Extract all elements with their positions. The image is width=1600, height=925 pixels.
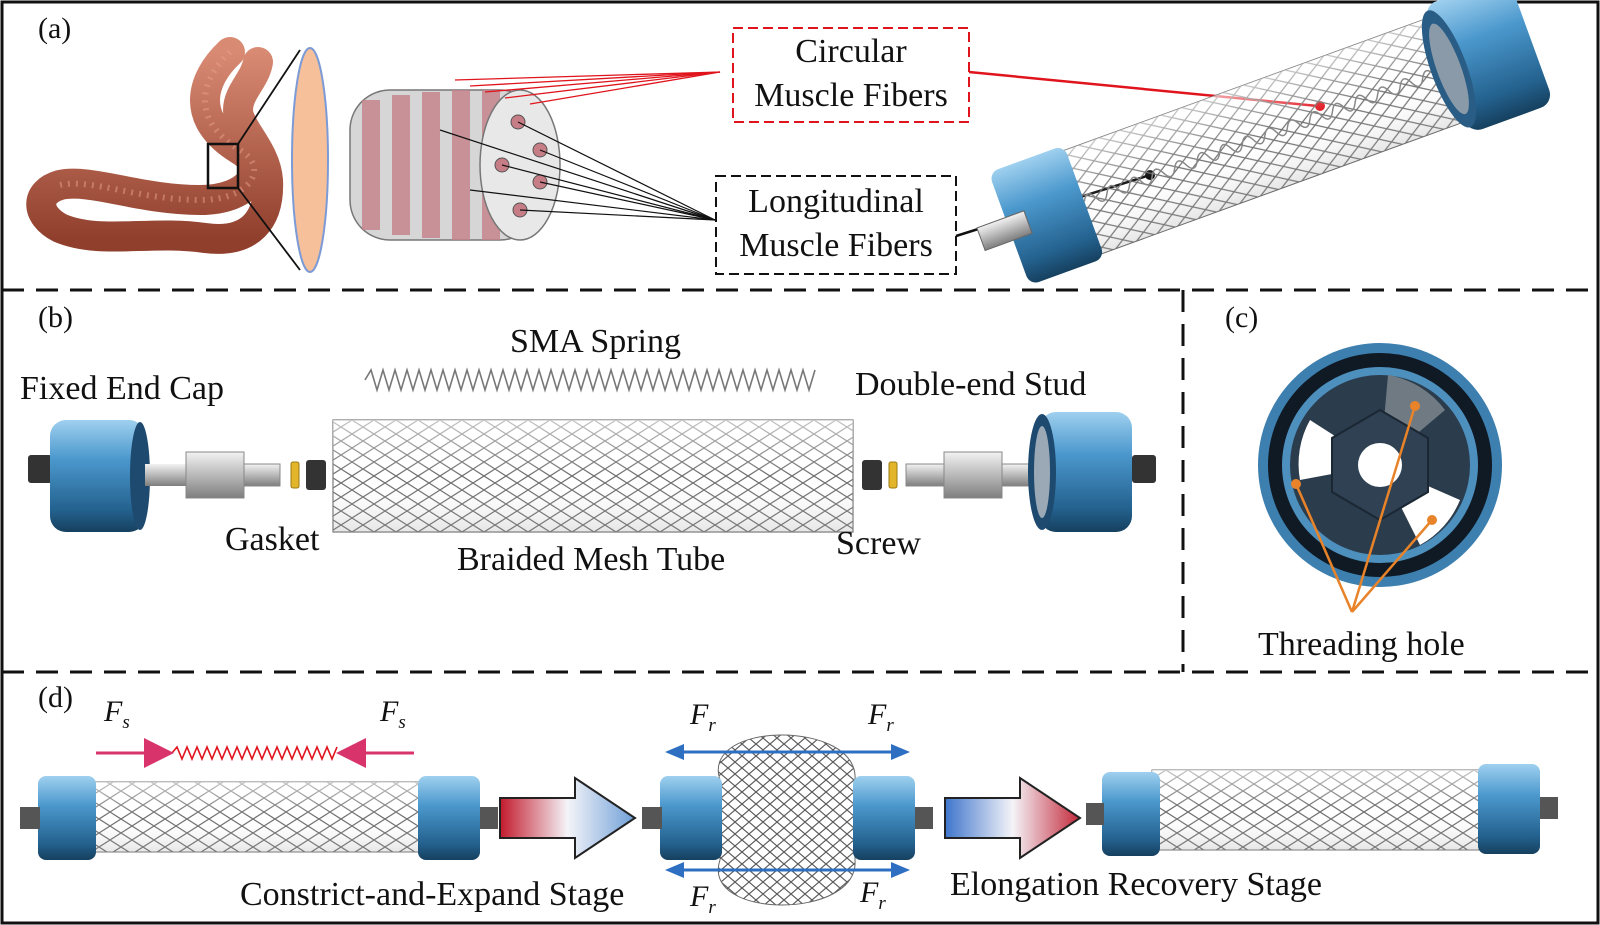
zoom-line-bottom bbox=[237, 187, 301, 271]
threading-hole-pointers bbox=[1294, 405, 1433, 613]
stage-1-label: Constrict-and-Expand Stage bbox=[240, 876, 625, 913]
sma-spring-force-image bbox=[171, 744, 338, 762]
force-fs-right-symbol: F bbox=[380, 695, 399, 728]
circular-muscle-label: Circular Muscle Fibers bbox=[733, 30, 969, 118]
sma-spring-image bbox=[364, 367, 816, 393]
screw-left-image bbox=[306, 460, 326, 490]
circular-muscle-label-line2: Muscle Fibers bbox=[754, 77, 948, 114]
zoom-line-top bbox=[237, 49, 301, 145]
panel-c-letter: (c) bbox=[1225, 301, 1259, 334]
gasket-left-image bbox=[290, 461, 300, 489]
force-fr-top-left: Fr bbox=[690, 698, 716, 736]
screw-label: Screw bbox=[836, 525, 921, 562]
fixed-end-cap-right-image bbox=[1028, 412, 1156, 532]
threading-hole-dot bbox=[1291, 479, 1301, 489]
earthworm-image bbox=[26, 37, 284, 254]
circular-muscle-box bbox=[732, 27, 970, 123]
longitudinal-muscle-label: Longitudinal Muscle Fibers bbox=[716, 180, 956, 268]
panel-b-letter: (b) bbox=[38, 301, 73, 334]
gasket-label: Gasket bbox=[225, 521, 320, 558]
robot-initial-image bbox=[20, 776, 498, 860]
force-fs-left: Fs bbox=[104, 695, 130, 733]
muscle-cylinder-image bbox=[349, 89, 561, 241]
panel-a-letter: (a) bbox=[38, 12, 72, 45]
force-fr-bottom-left-symbol: F bbox=[690, 880, 709, 913]
stage-2-label: Elongation Recovery Stage bbox=[950, 866, 1323, 903]
double-end-stud-left-image bbox=[185, 451, 281, 499]
sma-spring-label: SMA Spring bbox=[510, 323, 681, 360]
longitudinal-muscle-label-line2: Muscle Fibers bbox=[739, 227, 933, 264]
force-fr-bottom-right: Fr bbox=[860, 876, 886, 914]
end-cap-front-view-image bbox=[1258, 343, 1502, 587]
force-fr-top-right: Fr bbox=[868, 698, 894, 736]
cross-section-disk bbox=[291, 47, 329, 273]
radial-force-arrows bbox=[665, 744, 910, 878]
braided-mesh-tube-label: Braided Mesh Tube bbox=[457, 541, 726, 578]
force-fr-top-right-symbol: F bbox=[868, 698, 887, 731]
threading-hole-dot bbox=[1410, 401, 1420, 411]
double-end-stud-right-image bbox=[905, 451, 1045, 499]
double-end-stud-label: Double-end Stud bbox=[855, 366, 1087, 403]
threading-hole-dot bbox=[1427, 515, 1437, 525]
threading-hole-label: Threading hole bbox=[1258, 626, 1465, 663]
screw-right-image bbox=[862, 460, 882, 490]
force-fs-right-sub: s bbox=[398, 712, 406, 733]
circular-muscle-label-line1: Circular bbox=[795, 33, 907, 70]
robot-recovered-image bbox=[1086, 764, 1558, 856]
force-fr-top-left-sub: r bbox=[708, 715, 716, 736]
longitudinal-muscle-label-line1: Longitudinal bbox=[748, 183, 924, 220]
fixed-end-cap-label: Fixed End Cap bbox=[20, 370, 224, 407]
worm-zoom-box bbox=[206, 142, 240, 190]
force-fr-bottom-right-symbol: F bbox=[860, 876, 879, 909]
braided-mesh-tube-image bbox=[332, 419, 854, 533]
force-fs-right: Fs bbox=[380, 695, 406, 733]
force-fs-left-sub: s bbox=[122, 712, 130, 733]
force-fr-top-right-sub: r bbox=[886, 715, 894, 736]
force-fr-top-left-symbol: F bbox=[690, 698, 709, 731]
circular-leader-lines bbox=[454, 71, 721, 105]
force-fs-left-symbol: F bbox=[104, 695, 123, 728]
gasket-right-image bbox=[888, 461, 898, 489]
stage-arrow-1 bbox=[499, 776, 637, 860]
longitudinal-leader-lines bbox=[439, 121, 716, 221]
assembled-robot-image bbox=[976, 0, 1551, 283]
stage-arrow-2 bbox=[944, 776, 1082, 860]
force-fr-bottom-left-sub: r bbox=[708, 897, 716, 918]
force-fr-bottom-left: Fr bbox=[690, 880, 716, 918]
panel-d-letter: (d) bbox=[38, 681, 73, 714]
force-fr-bottom-right-sub: r bbox=[878, 893, 886, 914]
longitudinal-muscle-box bbox=[715, 175, 957, 275]
fixed-end-cap-left-image bbox=[28, 420, 187, 532]
robot-expanded-image bbox=[642, 734, 933, 906]
